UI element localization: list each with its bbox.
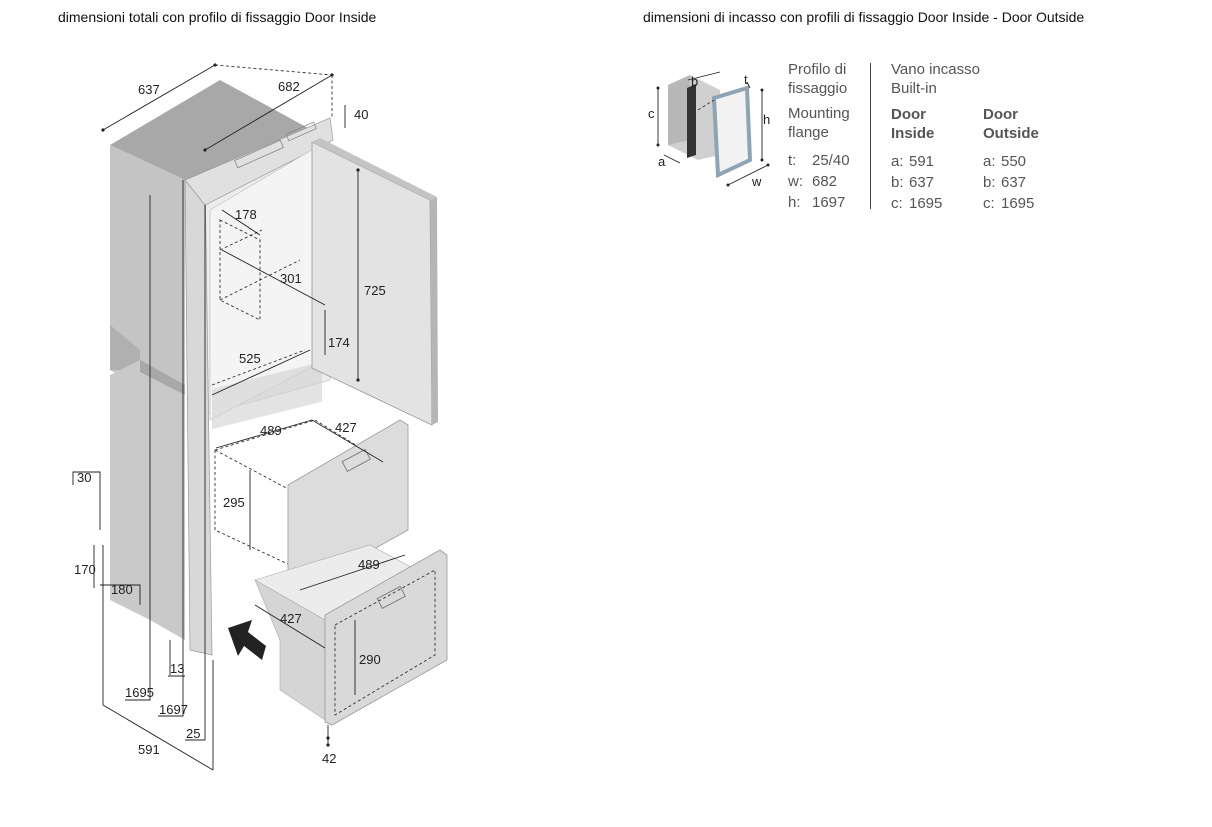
builtin-title-it: Vano incasso	[891, 61, 980, 78]
dim-1695: 1695	[125, 685, 154, 700]
label-w: w	[751, 174, 762, 189]
door-outside-c-value: 1695	[1001, 195, 1035, 212]
flange-row-h-value: 1697	[812, 194, 846, 211]
door-inside-c-value: 1695	[909, 195, 943, 212]
builtin-niche-diagram: b c a t h w	[648, 71, 770, 189]
door-inside-a-key: a:	[891, 153, 904, 170]
door-inside-title-1: Door	[891, 106, 926, 123]
dim-290: 290	[359, 652, 381, 667]
dim-725: 725	[364, 283, 386, 298]
builtin-spec-header: Vano incasso Built-in	[891, 60, 980, 98]
dim-170: 170	[74, 562, 96, 577]
label-t: t	[744, 72, 748, 87]
left-caption: dimensioni totali con profilo di fissagg…	[58, 9, 377, 25]
flange-spec: Profilo di fissaggio Mounting flange t: …	[788, 60, 850, 214]
dim-25: 25	[186, 726, 200, 741]
lower-cabinet-body	[110, 360, 185, 640]
dim-174: 174	[328, 335, 350, 350]
spec-divider	[870, 63, 871, 209]
dim-637: 637	[138, 82, 160, 97]
insertion-arrow-icon	[228, 620, 266, 660]
door-outside-c-key: c:	[983, 195, 995, 212]
right-caption: dimensioni di incasso con profili di fis…	[643, 9, 1085, 25]
door-inside-spec: Door Inside a: 591 b: 637 c: 1695	[891, 105, 942, 215]
lower-drawer	[254, 544, 448, 726]
door-outside-b-value: 637	[1001, 174, 1027, 191]
flange-row-w-key: w:	[788, 173, 803, 190]
label-a: a	[658, 154, 666, 169]
fridge-interior	[209, 147, 322, 430]
dim-682: 682	[278, 79, 300, 94]
dim-180: 180	[111, 582, 133, 597]
door-inside-title-2: Inside	[891, 125, 935, 142]
flange-title-it-2: fissaggio	[788, 80, 848, 97]
dim-301: 301	[280, 271, 302, 286]
flange-title-it-1: Profilo di	[788, 61, 847, 78]
dim-427-lower: 427	[280, 611, 302, 626]
door-inside-b-value: 637	[909, 174, 935, 191]
dim-489-upper: 489	[260, 423, 282, 438]
door-outside-title-2: Outside	[983, 125, 1039, 142]
dim-178: 178	[235, 207, 257, 222]
dim-489-lower: 489	[358, 557, 380, 572]
label-b: b	[691, 74, 698, 89]
door-inside-b-key: b:	[891, 174, 904, 191]
label-c: c	[648, 106, 655, 121]
door-outside-spec: Door Outside a: 550 b: 637 c: 1695	[983, 105, 1039, 215]
door-outside-title-1: Door	[983, 106, 1018, 123]
flange-title-en-2: flange	[788, 124, 829, 141]
dim-427-upper: 427	[335, 420, 357, 435]
flange-row-t-key: t:	[788, 152, 797, 169]
door-outside-b-key: b:	[983, 174, 996, 191]
dim-591: 591	[138, 742, 160, 757]
flange-title-en-1: Mounting	[788, 105, 850, 122]
dimension-labels: 637 682 40 178 301 725 174 525 489 427 2…	[74, 79, 386, 766]
builtin-title-en: Built-in	[891, 80, 937, 97]
flange-row-t-value: 25/40	[812, 152, 850, 169]
fridge-dimension-diagram: 637 682 40 178 301 725 174 525 489 427 2…	[72, 63, 448, 771]
dim-40: 40	[354, 107, 368, 122]
flange-row-w-value: 682	[812, 173, 838, 190]
label-h: h	[763, 112, 770, 127]
upper-door	[311, 138, 438, 426]
dim-30: 30	[77, 470, 91, 485]
door-outside-a-value: 550	[1001, 153, 1027, 170]
door-outside-a-key: a:	[983, 153, 996, 170]
flange-row-h-key: h:	[788, 194, 801, 211]
dim-1697: 1697	[159, 702, 188, 717]
dim-13: 13	[170, 661, 184, 676]
door-inside-c-key: c:	[891, 195, 903, 212]
door-inside-a-value: 591	[909, 153, 935, 170]
dim-525: 525	[239, 351, 261, 366]
dimension-lines	[72, 63, 406, 771]
dim-295: 295	[223, 495, 245, 510]
dim-42: 42	[322, 751, 336, 766]
